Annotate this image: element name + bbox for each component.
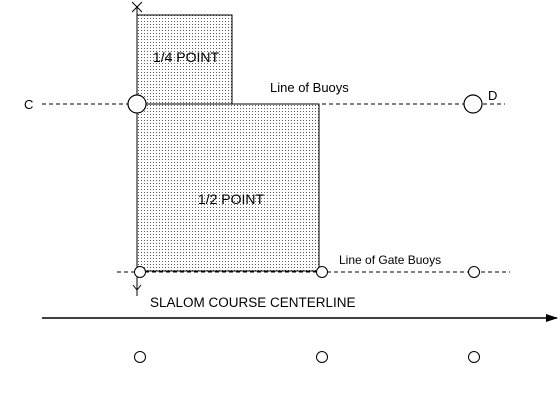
centerline-label: SLALOM COURSE CENTERLINE — [150, 295, 356, 310]
gate-buoy-2 — [316, 266, 328, 278]
gate-buoy-3 — [468, 266, 480, 278]
point-c-label: C — [24, 97, 33, 112]
half-point-label: 1/2 POINT — [198, 191, 265, 207]
buoy-d — [463, 94, 483, 114]
bottom-buoy-3 — [468, 351, 480, 363]
point-d-label: D — [488, 88, 497, 103]
half-point-zone — [136, 103, 320, 272]
y-mark — [132, 284, 142, 296]
bottom-buoy-1 — [134, 351, 146, 363]
line-of-buoys-label: Line of Buoys — [270, 80, 349, 95]
gate-buoy-1 — [134, 266, 146, 278]
quarter-point-zone — [136, 14, 233, 105]
x-mark — [131, 1, 143, 13]
line-of-gate-buoys-label: Line of Gate Buoys — [339, 253, 441, 267]
buoy-left — [127, 94, 147, 114]
bottom-buoy-2 — [316, 351, 328, 363]
quarter-point-label: 1/4 POINT — [153, 49, 220, 65]
